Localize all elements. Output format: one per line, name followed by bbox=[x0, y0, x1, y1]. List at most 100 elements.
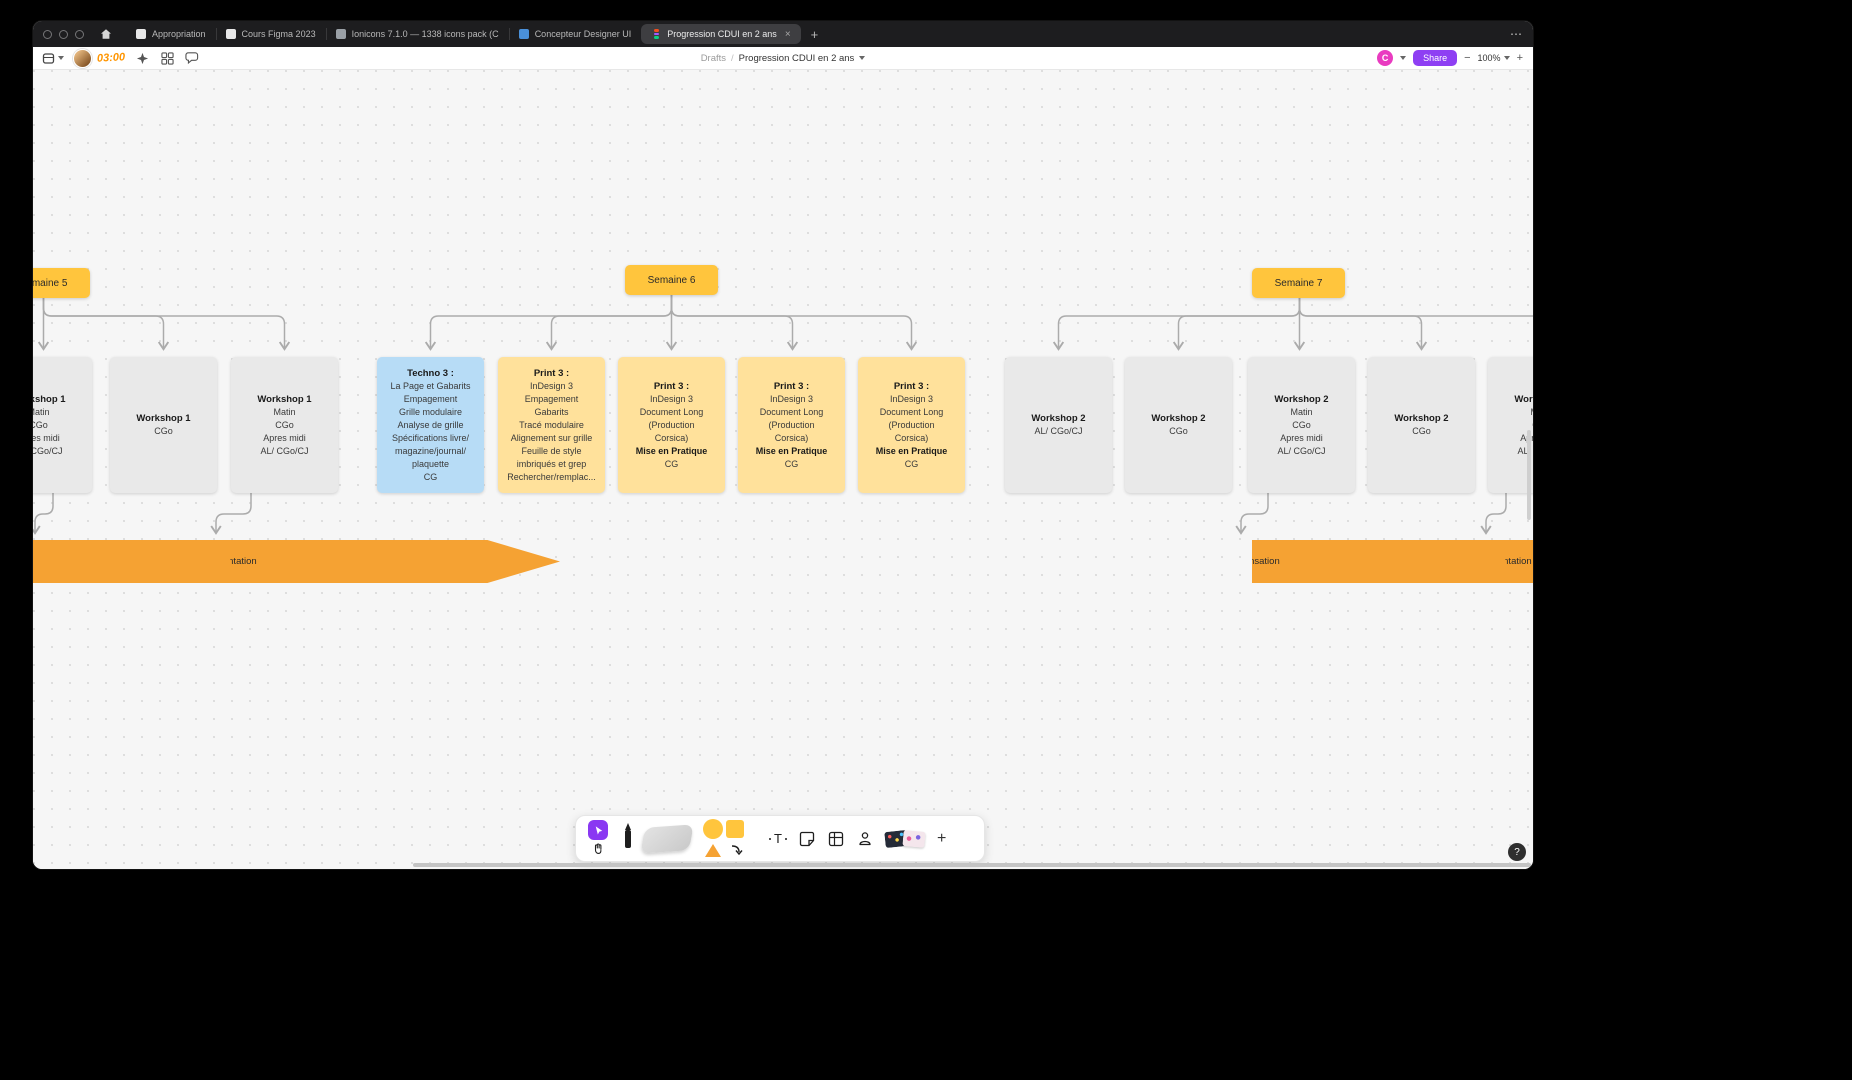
connector[interactable] bbox=[1298, 296, 1534, 348]
zoom-level[interactable]: 100% bbox=[1478, 53, 1510, 63]
browser-overflow-menu[interactable]: ⋯ bbox=[1510, 27, 1523, 41]
triangle-shape-icon[interactable] bbox=[705, 843, 721, 857]
marker-tool[interactable] bbox=[621, 822, 635, 856]
table-icon bbox=[828, 831, 844, 846]
window-close-button[interactable] bbox=[43, 29, 52, 39]
handle-dot bbox=[769, 837, 771, 840]
week-node-semaine5[interactable]: Semaine 5 bbox=[33, 268, 90, 298]
media-stickers-tool[interactable] bbox=[884, 829, 926, 848]
connector[interactable] bbox=[33, 493, 54, 535]
breadcrumb-section[interactable]: Drafts bbox=[700, 52, 727, 64]
grid-view-button[interactable] bbox=[159, 50, 175, 66]
week-label: Semaine 5 bbox=[33, 277, 68, 289]
connector[interactable] bbox=[210, 493, 252, 535]
card-print3-c[interactable]: Print 3 : InDesign 3 Document Long (Prod… bbox=[738, 357, 845, 493]
help-button[interactable]: ? bbox=[1508, 843, 1526, 861]
browser-tab-concepteur[interactable]: Concepteur Designer UI bbox=[508, 24, 642, 44]
user-avatar[interactable] bbox=[73, 48, 92, 68]
main-menu-button[interactable] bbox=[42, 50, 64, 66]
arrow-presentation-2[interactable]: Présentation bbox=[230, 540, 560, 583]
zoom-level-value: 100% bbox=[1477, 53, 1501, 63]
browser-tab-ionicons[interactable]: Ionicons 7.1.0 — 1338 icons pack (C bbox=[325, 24, 509, 44]
chevron-down-icon[interactable] bbox=[1400, 56, 1407, 60]
card-workshop1-c[interactable]: Workshop 1 Matin CGo Apres midi AL/ CGo/… bbox=[231, 357, 338, 493]
horizontal-scrollbar[interactable] bbox=[413, 863, 1531, 867]
add-more-tools-button[interactable]: + bbox=[936, 829, 947, 847]
week-node-semaine7[interactable]: Semaine 7 bbox=[1252, 268, 1345, 298]
browser-tab-appropriation[interactable]: Appropriation bbox=[126, 24, 216, 44]
chevron-down-icon[interactable] bbox=[859, 56, 866, 60]
connector[interactable] bbox=[1172, 296, 1301, 351]
arrow-label: Présentation bbox=[1478, 556, 1532, 567]
card-workshop1-b[interactable]: Workshop 1 CGo bbox=[110, 357, 217, 493]
card-workshop2-c[interactable]: Workshop 2 Matin CGo Apres midi AL/ CGo/… bbox=[1248, 357, 1355, 493]
card-body: Matin CGo Apres midi AL/ CGo/CJ bbox=[1517, 407, 1533, 456]
zoom-in-button[interactable]: + bbox=[1516, 52, 1523, 64]
browser-tab-cours-figma[interactable]: Cours Figma 2023 bbox=[215, 24, 326, 44]
card-workshop2-e[interactable]: Workshop 2 Matin CGo Apres midi AL/ CGo/… bbox=[1488, 357, 1533, 493]
window-controls bbox=[43, 29, 84, 39]
connector[interactable] bbox=[1235, 493, 1269, 535]
card-workshop2-d[interactable]: Workshop 2 CGo bbox=[1368, 357, 1475, 493]
card-title: Print 3 : bbox=[773, 380, 810, 392]
card-title: Workshop 2 bbox=[1151, 413, 1206, 424]
card-print3-d[interactable]: Print 3 : InDesign 3 Document Long (Prod… bbox=[858, 357, 965, 493]
new-tab-button[interactable]: + bbox=[810, 26, 819, 42]
collaborator-avatar[interactable]: C bbox=[1377, 50, 1394, 66]
window-minimize-button[interactable] bbox=[59, 29, 68, 39]
eraser-tool[interactable] bbox=[640, 823, 694, 854]
home-button[interactable] bbox=[98, 26, 114, 42]
connector[interactable] bbox=[42, 298, 170, 351]
card-footer: CG bbox=[784, 458, 799, 469]
window-zoom-button[interactable] bbox=[75, 29, 84, 39]
hand-tool-icon[interactable] bbox=[592, 842, 604, 855]
zoom-out-button[interactable]: − bbox=[1464, 52, 1471, 64]
card-body: InDesign 3 Document Long (Production Cor… bbox=[879, 393, 944, 443]
tab-close-icon[interactable]: × bbox=[784, 28, 791, 40]
connector[interactable] bbox=[1480, 493, 1507, 535]
card-body: CGo bbox=[1412, 426, 1431, 436]
comment-icon bbox=[185, 52, 199, 65]
figjam-canvas[interactable]: Semaine 5 Semaine 6 Semaine 7 Workshop 1… bbox=[33, 70, 1533, 869]
connector[interactable] bbox=[42, 298, 291, 351]
card-emphasis: Mise en Pratique bbox=[755, 445, 828, 456]
card-techno3[interactable]: Techno 3 : La Page et Gabarits Empagemen… bbox=[377, 357, 484, 493]
card-emphasis: Mise en Pratique bbox=[875, 445, 948, 456]
select-tool-active[interactable] bbox=[588, 820, 608, 840]
card-title: Workshop 2 bbox=[1031, 413, 1086, 424]
connector[interactable] bbox=[670, 295, 799, 351]
card-workshop2-a[interactable]: Workshop 2 AL/ CGo/CJ bbox=[1005, 357, 1112, 493]
share-button[interactable]: Share bbox=[1413, 50, 1458, 66]
circle-shape-icon[interactable] bbox=[703, 818, 723, 839]
connector-arrow-icon[interactable] bbox=[730, 844, 744, 857]
card-title: Techno 3 : bbox=[407, 367, 454, 379]
select-tool[interactable] bbox=[588, 820, 608, 855]
connector[interactable] bbox=[545, 295, 673, 351]
marker-icon bbox=[625, 822, 631, 848]
square-shape-icon[interactable] bbox=[726, 819, 744, 838]
card-workshop1-a[interactable]: Workshop 1 Matin CGo Apres midi AL/ CGo/… bbox=[33, 357, 92, 493]
week-node-semaine6[interactable]: Semaine 6 bbox=[625, 265, 718, 295]
connector[interactable] bbox=[670, 295, 918, 351]
shapes-tool[interactable] bbox=[703, 818, 753, 859]
ionicons-favicon bbox=[335, 29, 346, 39]
sparkle-tool-button[interactable] bbox=[134, 50, 150, 66]
tab-title: Ionicons 7.1.0 — 1338 icons pack (C bbox=[351, 29, 499, 39]
stamp-tool[interactable] bbox=[856, 830, 874, 848]
card-workshop2-b[interactable]: Workshop 2 CGo bbox=[1125, 357, 1232, 493]
connector[interactable] bbox=[424, 295, 673, 351]
card-footer: CG bbox=[904, 458, 919, 469]
card-print3-b[interactable]: Print 3 : InDesign 3 Document Long (Prod… bbox=[618, 357, 725, 493]
page-title[interactable]: Progression CDUI en 2 ans bbox=[738, 52, 855, 64]
sticky-note-tool[interactable] bbox=[798, 830, 816, 848]
text-tool[interactable]: T bbox=[769, 831, 787, 846]
connector[interactable] bbox=[1052, 296, 1301, 351]
card-print3-a[interactable]: Print 3 : InDesign 3 Empagement Gabarits… bbox=[498, 357, 605, 493]
table-tool[interactable] bbox=[827, 830, 845, 848]
comment-tool-button[interactable] bbox=[184, 50, 200, 66]
vertical-scrollbar[interactable] bbox=[1527, 430, 1531, 520]
connector[interactable] bbox=[1298, 296, 1428, 351]
arrow-presentation-4[interactable]: Présentation bbox=[1505, 540, 1533, 583]
arrow-presentation-3[interactable]: Présensation bbox=[1252, 540, 1533, 583]
browser-tab-active-progression[interactable]: Progression CDUI en 2 ans × bbox=[641, 24, 801, 44]
